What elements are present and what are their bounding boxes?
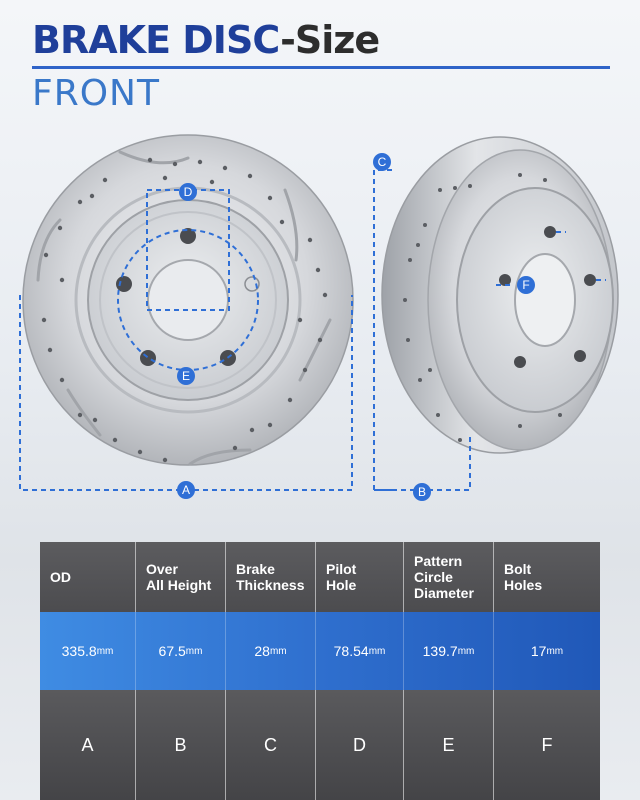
header-bolt-holes: Bolt Holes	[504, 561, 543, 593]
header-over-all-height: Over All Height	[136, 542, 226, 612]
title-main: BRAKE DISC	[32, 18, 281, 62]
label-a: A	[177, 481, 195, 499]
disc-illustration: A D E C B F	[0, 130, 640, 530]
svg-text:A: A	[182, 483, 190, 497]
label-f: F	[517, 276, 535, 294]
header-pilot-hole: Pilot Hole	[316, 542, 404, 612]
label-c: C	[373, 153, 391, 171]
side-view-disc	[381, 136, 619, 454]
svg-text:B: B	[418, 485, 426, 499]
letter-d: D	[316, 690, 404, 800]
title-underline	[32, 66, 610, 69]
svg-text:D: D	[184, 185, 193, 199]
header-pattern-circle-diameter: Pattern Circle Diameter	[404, 542, 494, 612]
letter-e: E	[404, 690, 494, 800]
letter-c: C	[226, 690, 316, 800]
page-title: BRAKE DISC-Size	[32, 18, 380, 62]
label-b: B	[413, 483, 431, 501]
header-od: OD	[40, 542, 136, 612]
letter-a: A	[40, 690, 136, 800]
brake-disc-diagram: A D E C B F	[19, 134, 619, 501]
label-d: D	[179, 183, 197, 201]
title-suffix: -Size	[280, 18, 380, 62]
table-letters-row: A B C D E F	[40, 690, 600, 800]
header-brake-thickness: Brake Thickness	[226, 542, 316, 612]
spec-table: OD Over All Height Brake Thickness Pilot…	[40, 542, 600, 800]
label-e: E	[177, 367, 195, 385]
svg-text:F: F	[522, 278, 529, 292]
letter-f: F	[541, 734, 553, 755]
table-header-row: OD Over All Height Brake Thickness Pilot…	[40, 542, 600, 612]
letter-b: B	[136, 690, 226, 800]
svg-text:E: E	[182, 369, 190, 383]
svg-text:C: C	[378, 155, 387, 169]
page-subtitle: FRONT	[32, 73, 160, 114]
